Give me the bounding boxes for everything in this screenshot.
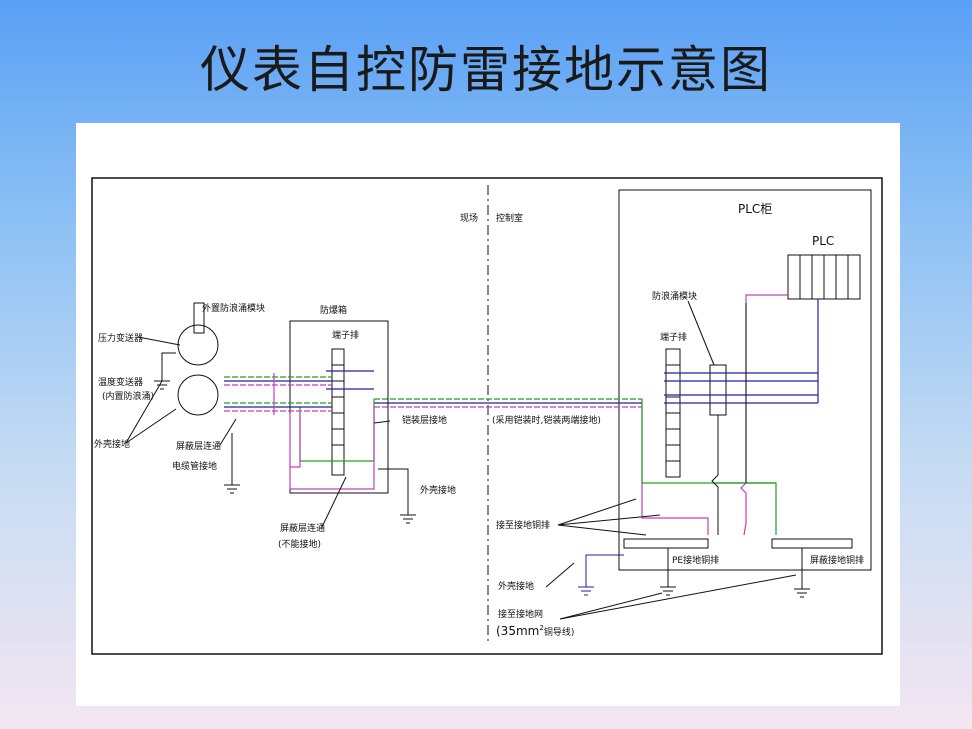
label-temp-tx: 温度变送器	[98, 376, 143, 388]
ground-symbol-box	[378, 468, 416, 524]
ground-symbol-transmitters	[154, 352, 176, 390]
label-no-ground: (不能接地)	[278, 538, 321, 550]
box-internal-wiring	[289, 370, 375, 490]
ground-symbol-pe	[660, 548, 676, 596]
label-plc-cabinet: PLC柜	[738, 202, 772, 216]
label-terminal-right: 端子排	[660, 331, 687, 343]
label-armor-ground: 铠装层接地	[402, 414, 447, 426]
label-field: 现场	[460, 213, 478, 224]
label-pe-bar: PE接地铜排	[672, 554, 719, 566]
ground-lines-plc	[641, 399, 777, 535]
diagram-panel: 现场 控制室 PLC柜 PLC 端子排 防浪涌模块	[76, 123, 900, 706]
label-shield-connected: 屏蔽层连通	[280, 522, 325, 534]
pressure-transmitter	[177, 324, 219, 366]
trunk-cable	[374, 398, 642, 408]
grounding-diagram: 现场 控制室 PLC柜 PLC 端子排 防浪涌模块	[91, 177, 883, 655]
label-terminal-box: 端子排	[332, 329, 359, 341]
label-temp-tx-sub: (内置防浪涌)	[102, 390, 154, 402]
ground-symbol-conduit	[224, 433, 240, 494]
plc-module	[787, 254, 861, 300]
label-shield-bar: 屏蔽接地铜排	[810, 554, 864, 566]
pe-ground-bar	[623, 538, 709, 549]
signal-lines-plc	[664, 299, 819, 404]
label-pressure-tx: 压力变送器	[98, 332, 143, 344]
plc-cabinet	[618, 189, 872, 571]
label-shell-ground-right: 外壳接地	[498, 580, 534, 592]
page-title: 仪表自控防雷接地示意图	[200, 41, 772, 99]
label-to-ground-bar: 接至接地铜排	[496, 519, 550, 531]
label-shell-ground-left: 外壳接地	[94, 438, 130, 450]
field-cables	[224, 376, 332, 412]
temperature-transmitter	[177, 374, 219, 416]
label-to-ground-net: 接至接地网	[498, 608, 543, 620]
ground-symbol-shell-right	[578, 554, 624, 596]
label-control-room: 控制室	[496, 212, 523, 224]
diagram-frame	[91, 177, 883, 655]
terminal-strip-right	[665, 348, 681, 478]
shield-ground-bar	[771, 538, 853, 549]
label-surge-module-plc: 防浪涌模块	[652, 290, 697, 302]
label-cable-conduit-ground: 电缆管接地	[172, 460, 217, 472]
terminal-strip-box	[331, 348, 345, 476]
ground-symbol-shield	[794, 548, 810, 598]
external-surge-module	[193, 302, 205, 334]
label-cable-spec: (35mm2铜导线)	[496, 624, 574, 638]
label-plc: PLC	[812, 234, 834, 248]
label-shield-conduct: 屏蔽层连通	[176, 440, 221, 452]
label-box-shell-ground: 外壳接地	[420, 484, 456, 496]
label-external-surge: 外置防浪涌模块	[202, 302, 265, 314]
label-surge-box: 防爆箱	[320, 304, 347, 316]
label-armor-note: (采用铠装时,铠装两端接地)	[492, 414, 601, 426]
